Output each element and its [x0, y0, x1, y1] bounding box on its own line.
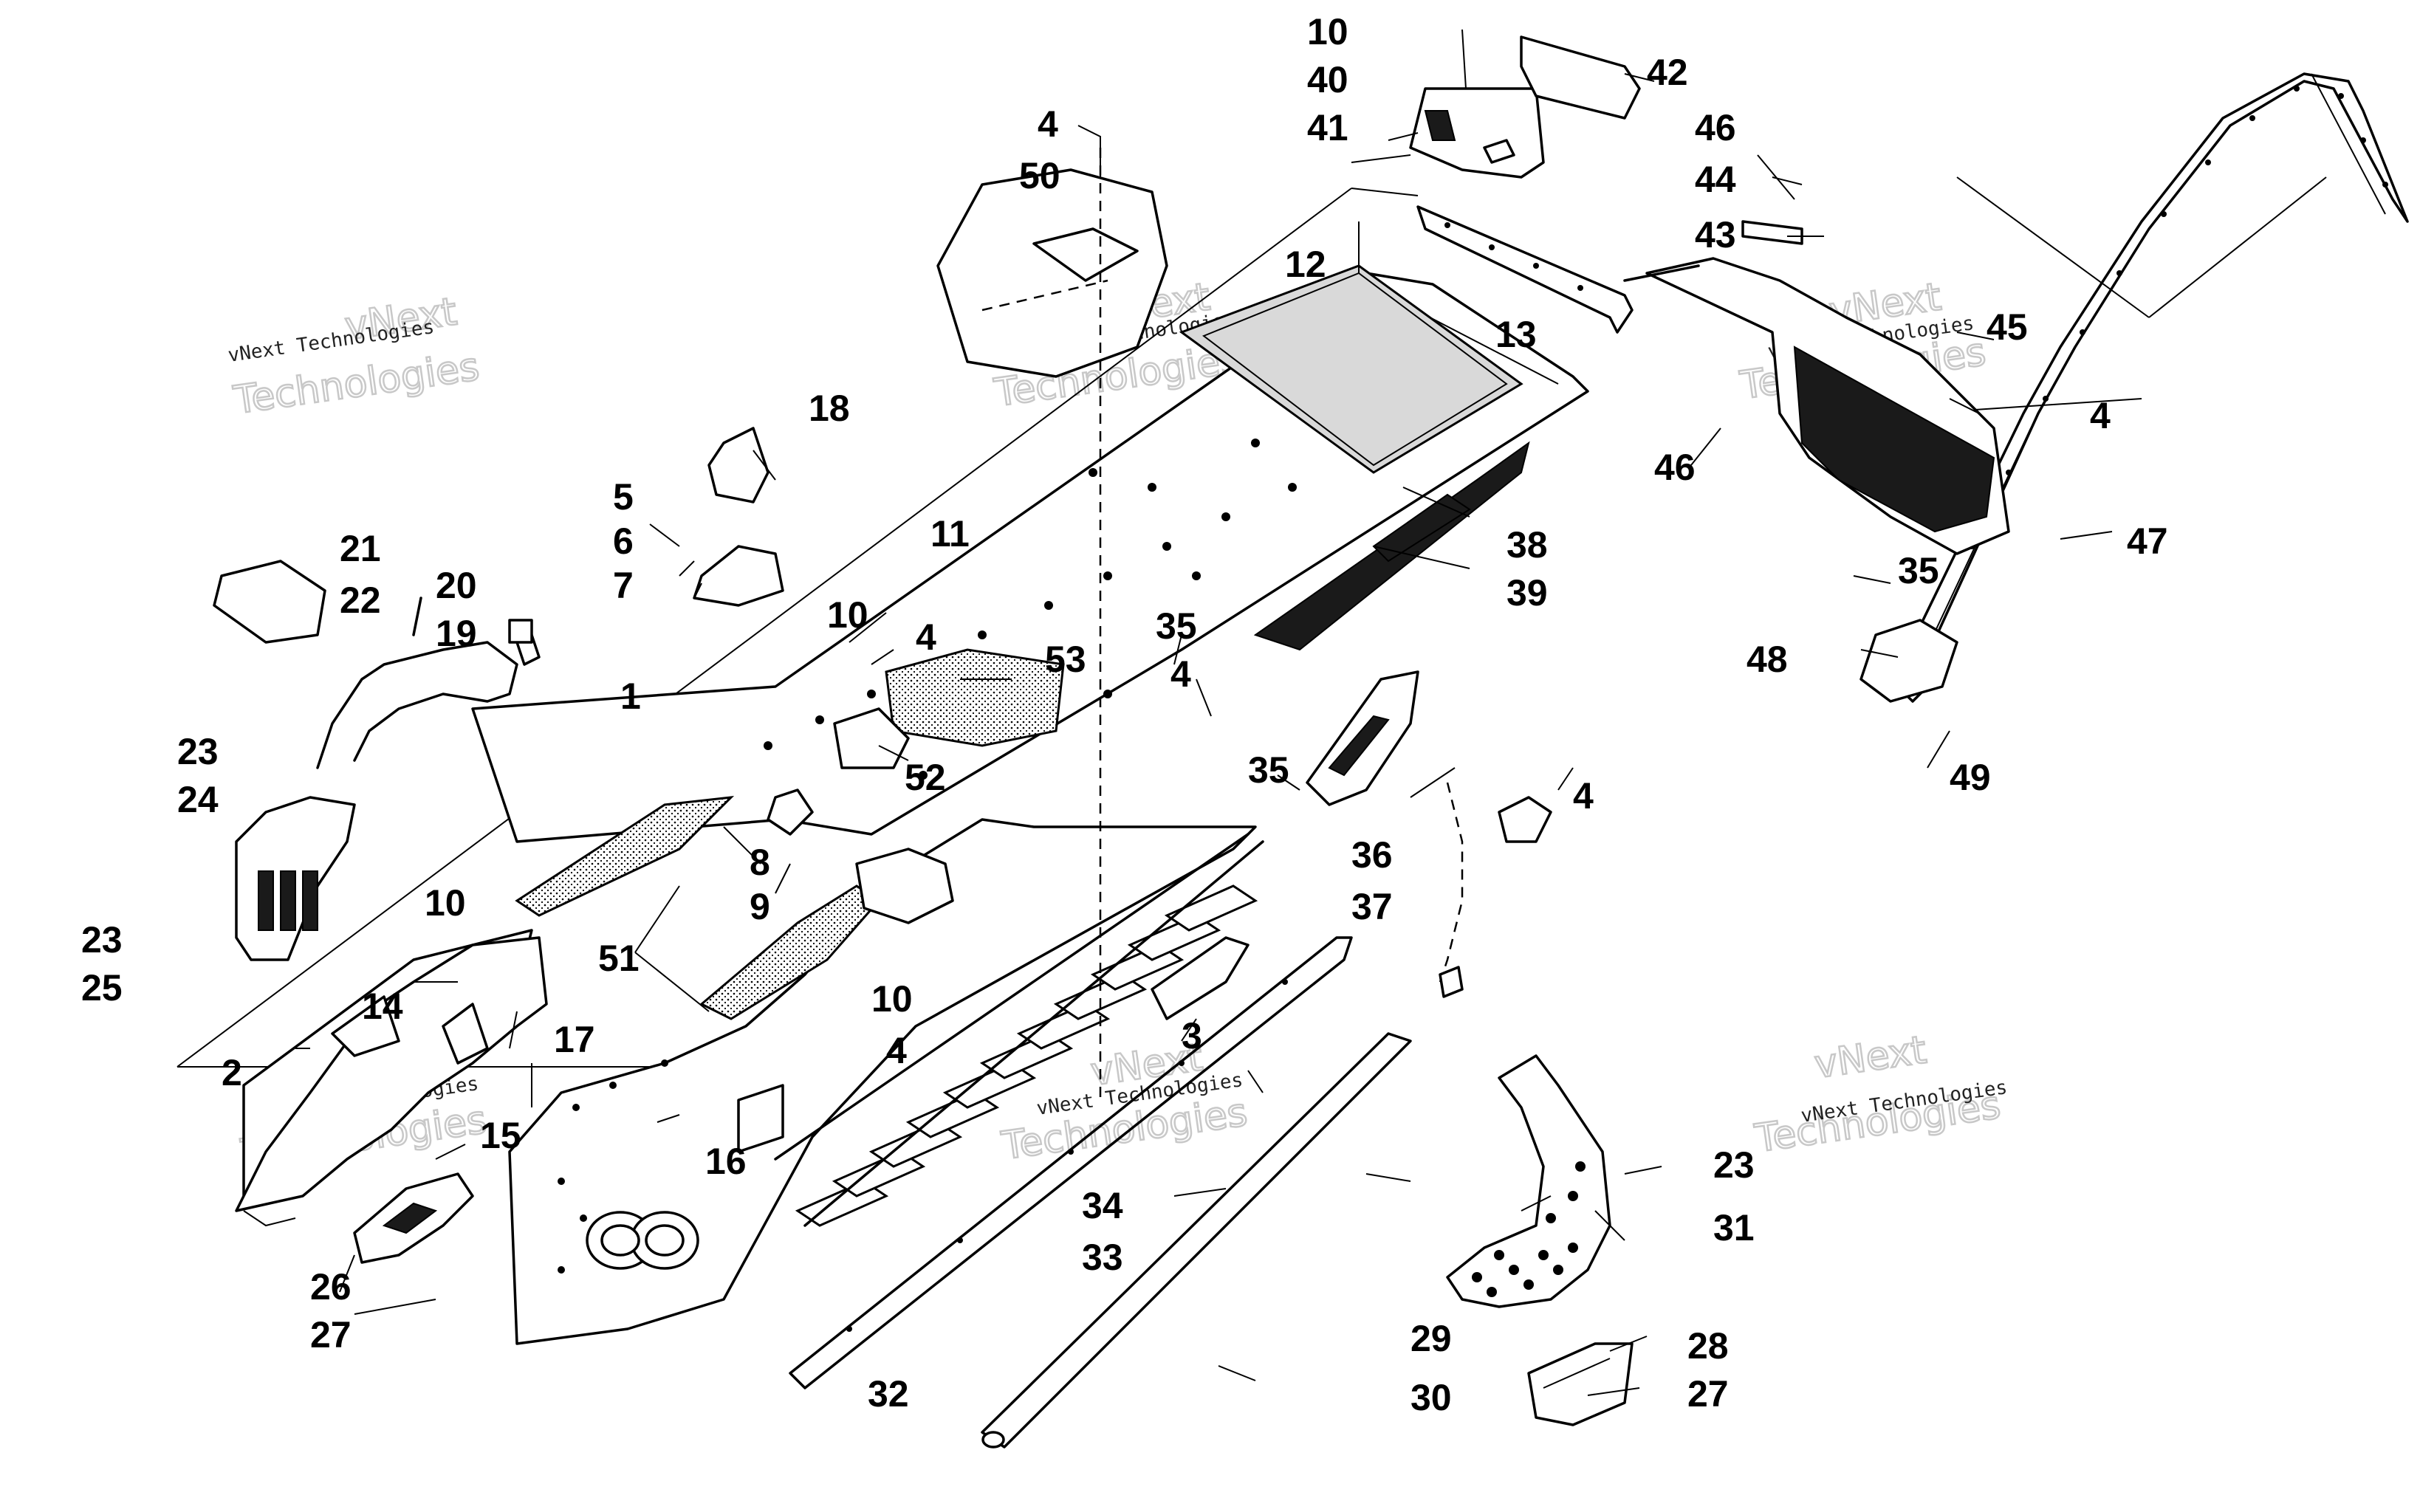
callout-35-center: 35 — [1156, 605, 1197, 647]
callout-42: 42 — [1647, 52, 1688, 93]
callout-37: 37 — [1351, 886, 1393, 927]
callout-48: 48 — [1747, 639, 1788, 680]
callout-10-left: 10 — [425, 882, 466, 924]
rear-bumper — [1896, 72, 2409, 703]
console-9 — [767, 788, 954, 924]
callout-14: 14 — [362, 986, 403, 1027]
callout-35-right: 35 — [1898, 550, 1939, 591]
callout-51: 51 — [598, 938, 640, 979]
callout-16: 16 — [705, 1141, 747, 1182]
callout-8: 8 — [750, 842, 770, 883]
callout-17: 17 — [554, 1019, 595, 1060]
callout-47: 47 — [2127, 520, 2168, 562]
callout-15: 15 — [480, 1115, 521, 1156]
callout-52: 52 — [905, 757, 946, 798]
rear-scoop-18 — [707, 427, 769, 504]
callout-21: 21 — [340, 528, 381, 569]
callout-40: 40 — [1307, 59, 1348, 100]
callout-49: 49 — [1950, 757, 1991, 798]
callout-labels: 1 2 3 4 4 4 4 4 4 4 5 6 7 8 9 10 10 10 1… — [81, 11, 2168, 1418]
heat-shield — [235, 796, 356, 961]
callout-36: 36 — [1351, 834, 1393, 876]
callout-4-bumper: 4 — [2090, 395, 2111, 436]
front-side-panel — [235, 936, 548, 1227]
callout-33: 33 — [1082, 1237, 1123, 1278]
callout-9: 9 — [750, 886, 770, 927]
callout-30: 30 — [1410, 1377, 1452, 1418]
watermark-bottom-right: vNext Technologies vNext Technologies — [1751, 1027, 2009, 1162]
cover-52-53 — [833, 648, 1065, 769]
callout-4-right: 4 — [1170, 653, 1191, 695]
callout-31: 31 — [1713, 1207, 1755, 1248]
callout-12: 12 — [1285, 244, 1326, 285]
grab-handle-assembly — [213, 560, 541, 769]
watermark-large-line1: vNext — [1811, 1028, 1929, 1087]
callout-10-top: 10 — [1307, 11, 1348, 52]
callout-46-lower: 46 — [1654, 447, 1696, 488]
callout-4-mid: 4 — [916, 616, 936, 658]
watermark-top-left: vNext Technologies vNext Technologies — [227, 289, 483, 424]
rear-hinge-bar — [1416, 205, 1634, 334]
callout-18: 18 — [809, 388, 850, 429]
callout-38: 38 — [1506, 524, 1548, 566]
leader-lines — [295, 29, 2113, 1396]
callout-27-left: 27 — [310, 1314, 352, 1355]
bracket-7 — [693, 545, 784, 607]
callout-29: 29 — [1410, 1318, 1452, 1359]
callout-35-lower: 35 — [1248, 749, 1289, 791]
callout-28: 28 — [1687, 1325, 1729, 1367]
callout-13: 13 — [1495, 314, 1537, 355]
callout-4-seat: 4 — [1038, 103, 1058, 145]
callout-34: 34 — [1082, 1185, 1123, 1226]
callout-4-lower: 4 — [886, 1030, 907, 1071]
callout-3: 3 — [1182, 1015, 1202, 1056]
seat-pad — [936, 168, 1168, 378]
cover-28 — [1527, 1342, 1634, 1426]
callout-46-upper: 46 — [1695, 107, 1736, 148]
callout-23-right: 23 — [1713, 1144, 1755, 1186]
callout-19: 19 — [436, 613, 477, 654]
snow-flap — [1623, 220, 2010, 555]
callout-5: 5 — [613, 476, 634, 518]
callout-20: 20 — [436, 565, 477, 606]
callout-43: 43 — [1695, 214, 1736, 255]
callout-2: 2 — [222, 1052, 242, 1093]
rear-axle-33 — [981, 1032, 1412, 1449]
callout-1: 1 — [620, 676, 641, 717]
callout-23-left: 23 — [81, 919, 123, 961]
callout-4-extra: 4 — [886, 1030, 907, 1071]
callout-11: 11 — [930, 513, 970, 554]
callout-25: 25 — [81, 967, 123, 1008]
running-board-bracket-29 — [1446, 1054, 1611, 1308]
callout-50: 50 — [1019, 155, 1060, 196]
flap-bracket — [1409, 35, 1641, 179]
rear-rail-34 — [789, 936, 1353, 1389]
callout-10-lower: 10 — [871, 978, 913, 1020]
callout-7: 7 — [613, 565, 634, 606]
callout-32: 32 — [868, 1373, 909, 1415]
callout-41: 41 — [1307, 107, 1348, 148]
callout-6: 6 — [613, 520, 634, 562]
callout-45: 45 — [1987, 306, 2028, 348]
cover-26 — [353, 1172, 474, 1264]
bracket-36 — [1306, 670, 1419, 806]
callout-4-cable: 4 — [1573, 775, 1594, 817]
callout-24: 24 — [177, 779, 219, 820]
bracket-3 — [1151, 936, 1250, 1020]
callout-10-mid: 10 — [827, 594, 868, 636]
callout-44: 44 — [1695, 159, 1736, 200]
callout-22: 22 — [340, 580, 381, 621]
callout-23-upper: 23 — [177, 731, 219, 772]
bumper-end-48 — [1859, 619, 1958, 703]
callout-39: 39 — [1506, 572, 1548, 614]
callout-27-right: 27 — [1687, 1373, 1729, 1415]
callout-53: 53 — [1045, 639, 1086, 680]
cable-37 — [1439, 782, 1552, 998]
callout-26: 26 — [310, 1266, 352, 1307]
